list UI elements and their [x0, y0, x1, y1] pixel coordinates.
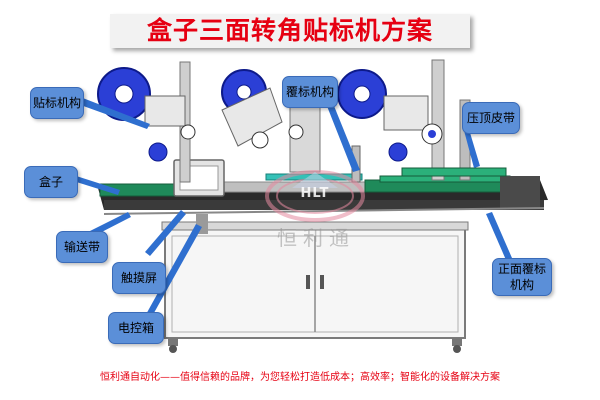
callout-conveyor: 输送带	[56, 231, 108, 263]
arrow-top-press-belt	[462, 123, 480, 168]
arrow-labeling-mechanism	[75, 95, 150, 129]
callout-box: 盒子	[24, 166, 78, 198]
footer-slogan: 恒利通自动化——值得信赖的品牌，为您轻松打造低成本；高效率；智能化的设备解决方案	[100, 372, 500, 383]
diagram-title: 盒子三面转角贴标机方案	[146, 16, 433, 45]
arrow-touch-screen	[145, 210, 186, 256]
callout-touch-screen: 触摸屏	[112, 262, 166, 294]
arrow-box	[70, 174, 120, 195]
watermark-brand: 恒利通	[277, 226, 355, 250]
watermark-logo-text: HLT	[300, 186, 330, 201]
arrow-control-box	[144, 224, 202, 320]
callout-arrows	[70, 95, 512, 320]
callout-control-box: 电控箱	[108, 312, 164, 344]
callout-labeling-mechanism: 贴标机构	[30, 87, 84, 119]
callout-front-wrap-line1: 正面覆标	[497, 262, 546, 276]
left-label-reel	[97, 67, 196, 162]
callout-front-wrap-mechanism: 正面覆标 机构	[492, 258, 552, 296]
callout-top-press-belt: 压顶皮带	[462, 102, 520, 134]
electrical-cabinet	[161, 221, 469, 353]
callout-front-wrap-line2: 机构	[509, 278, 534, 292]
callout-wrap-mechanism: 覆标机构	[282, 76, 338, 108]
arrow-wrap-mechanism	[323, 96, 360, 172]
arrow-front-wrap	[486, 212, 512, 260]
middle-label-reel	[221, 69, 304, 149]
hlt-watermark-logo	[265, 170, 365, 222]
right-label-reel	[337, 69, 443, 162]
title-background	[110, 14, 470, 48]
